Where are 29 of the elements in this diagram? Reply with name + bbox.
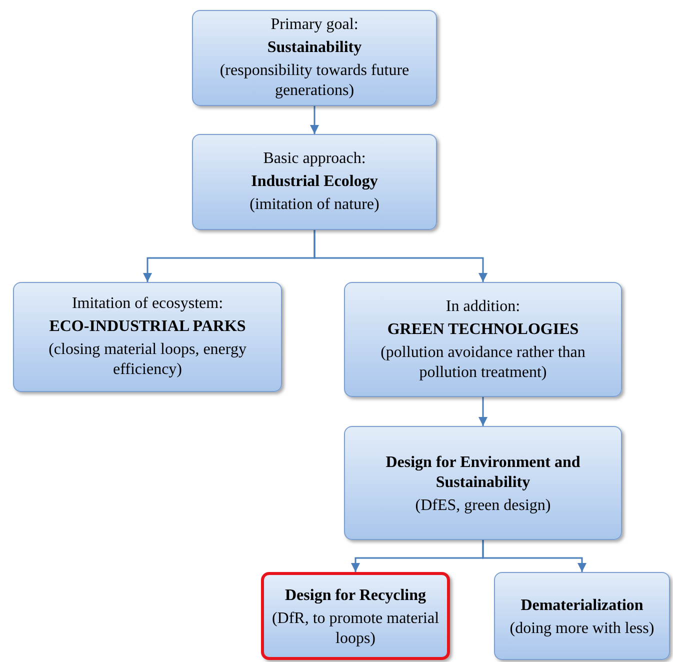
box-text: Imitation of ecosystem: xyxy=(72,294,224,314)
box-text: (pollution avoidance rather than pollution treatment) xyxy=(380,342,586,382)
box-heading: GREEN TECHNOLOGIES xyxy=(387,320,579,340)
box-text: In addition: xyxy=(446,296,520,316)
box-heading: Sustainability xyxy=(267,38,362,58)
box-text: (imitation of nature) xyxy=(250,195,380,215)
arrow xyxy=(482,540,586,572)
process-box xyxy=(344,282,622,397)
process-box xyxy=(192,10,437,106)
box-heading: Industrial Ecology xyxy=(251,172,378,192)
box-text: Primary goal: xyxy=(270,15,358,35)
arrow xyxy=(310,106,319,134)
box-text: (DfES, green design) xyxy=(415,496,551,516)
box-heading: Design for Environment and Sustainability xyxy=(384,453,582,493)
box-text: (responsibility towards future generations) xyxy=(218,61,410,101)
box-heading: ECO-INDUSTRIAL PARKS xyxy=(49,317,246,337)
box-heading: Dematerialization xyxy=(520,596,644,616)
process-box xyxy=(344,426,622,540)
process-box xyxy=(192,134,437,230)
process-box xyxy=(13,282,282,392)
box-heading: Design for Recycling xyxy=(284,586,426,606)
box-text: (DfR, to promote material loops) xyxy=(270,609,440,649)
highlighted-box xyxy=(261,572,450,660)
box-text: Basic approach: xyxy=(263,149,366,169)
arrow xyxy=(478,397,488,426)
box-text: (closing material loops, energy efficiency) xyxy=(48,340,248,380)
box-text: (doing more with less) xyxy=(510,619,654,639)
arrow xyxy=(314,230,488,282)
process-box xyxy=(494,572,670,660)
